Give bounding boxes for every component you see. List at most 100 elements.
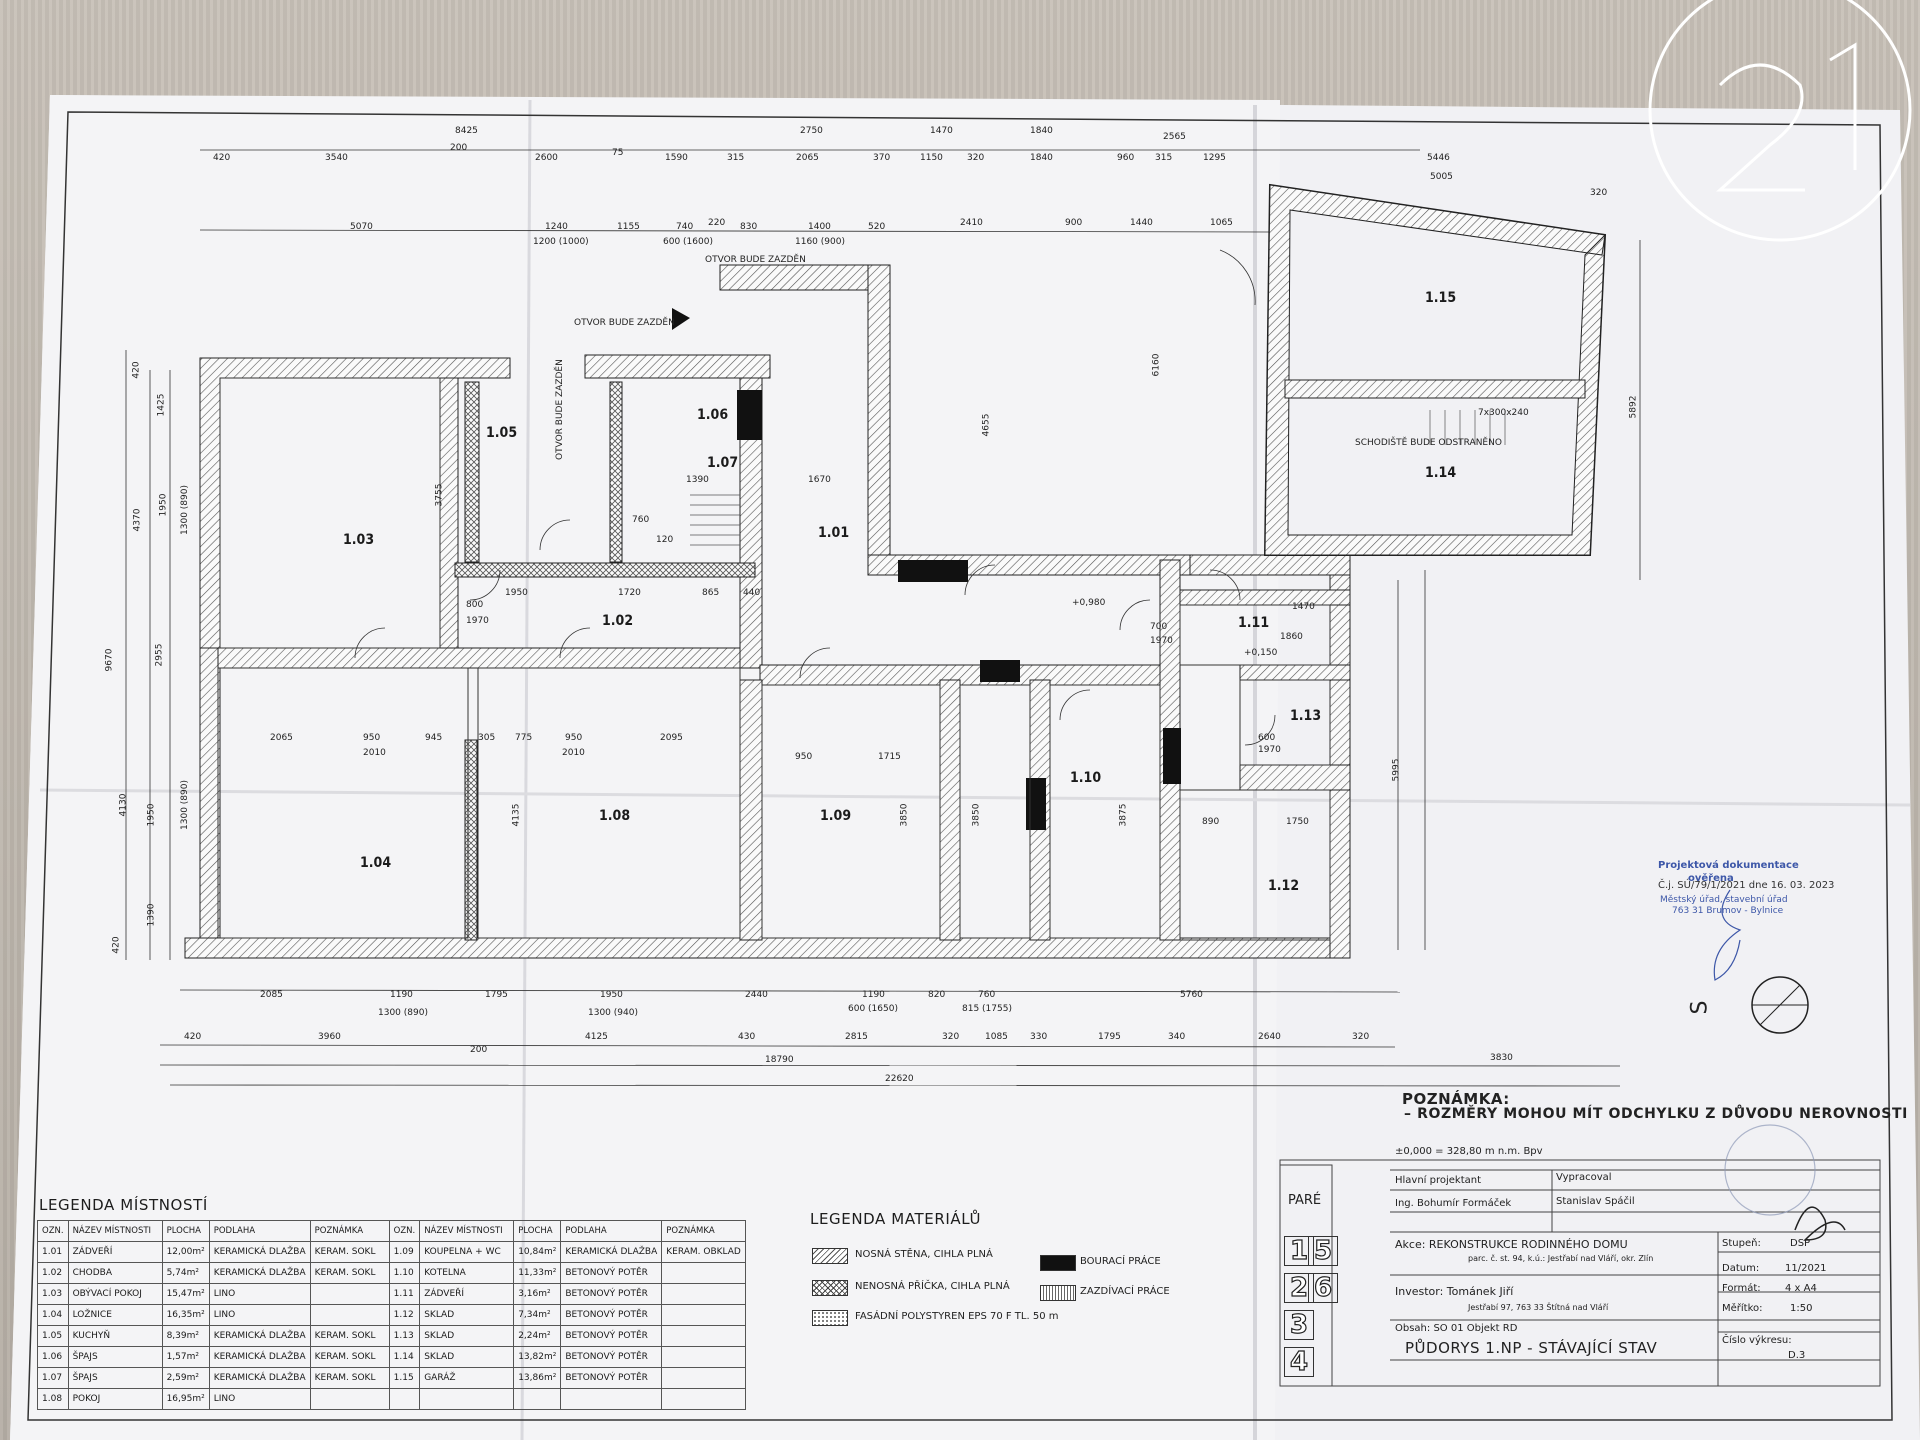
col-header: POZNÁMKA <box>661 1220 746 1242</box>
legend-rooms-table: OZN. NÁZEV MÍSTNOSTI PLOCHA PODLAHA POZN… <box>37 1220 746 1410</box>
dim-label: 1400 <box>808 222 831 232</box>
tb-chief-value: Ing. Bohumír Formáček <box>1395 1198 1512 1209</box>
table-cell: SKLAD <box>419 1304 515 1326</box>
logo-mark <box>1648 0 1912 242</box>
dim-label: 1085 <box>985 1032 1008 1042</box>
dim-label: 775 <box>515 733 533 743</box>
dim-label: 2640 <box>1258 1032 1281 1042</box>
col-header: OZN. <box>388 1220 421 1242</box>
walls <box>184 183 1607 959</box>
dim-label: 830 <box>740 222 758 232</box>
dim-label: 120 <box>656 535 674 545</box>
room-label-1-04: 1.04 <box>360 855 392 871</box>
table-cell: 1.07 <box>37 1367 69 1389</box>
tb-date-value: 11/2021 <box>1785 1263 1827 1274</box>
table-cell: KERAM. OBKLAD <box>661 1241 746 1263</box>
room-label-1-10: 1.10 <box>1070 770 1102 786</box>
dim-label: 950 <box>795 752 813 762</box>
dim-label: 945 <box>425 733 443 743</box>
note-title: POZNÁMKA: <box>1402 1090 1510 1108</box>
table-cell: KERAM. SOKL <box>309 1346 390 1368</box>
level-mark: +0,980 <box>1072 598 1106 608</box>
table-cell: KUCHYŇ <box>67 1325 163 1347</box>
legend-rooms-title: LEGENDA MÍSTNOSTÍ <box>39 1196 208 1214</box>
table-cell: 1.11 <box>388 1283 421 1305</box>
table-cell: 5,74m² <box>161 1262 210 1284</box>
dimension-lines <box>125 149 1641 1087</box>
level-reference: ±0,000 = 328,80 m n.m. Bpv <box>1395 1146 1543 1157</box>
room-label-1-03: 1.03 <box>343 532 375 548</box>
dim-label: 4125 <box>585 1032 608 1042</box>
dim-label: 2955 <box>154 643 165 667</box>
dim-label: 1300 (890) <box>179 485 190 535</box>
dim-label: 6160 <box>1151 353 1162 377</box>
dim-label: 1160 (900) <box>795 237 845 247</box>
table-cell <box>419 1388 515 1410</box>
swatch-demolition <box>1040 1255 1076 1271</box>
dim-label: 340 <box>1168 1032 1186 1042</box>
table-cell: KERAM. SOKL <box>309 1367 390 1389</box>
dim-label: 420 <box>131 361 142 379</box>
table-cell: KERAMICKÁ DLAŽBA <box>208 1325 311 1347</box>
dim-label: 9670 <box>104 648 115 672</box>
table-cell: POKOJ <box>67 1388 163 1410</box>
dim-label: 1970 <box>1150 636 1173 646</box>
dim-label: 760 <box>632 515 650 525</box>
pare-number: 5 <box>1308 1236 1338 1266</box>
table-cell: 1.09 <box>388 1241 421 1263</box>
dim-label: 900 <box>1065 218 1083 228</box>
dim-label: 2010 <box>562 748 585 758</box>
dim-label: 3960 <box>318 1032 341 1042</box>
material-label: NOSNÁ STĚNA, CIHLA PLNÁ <box>855 1249 993 1260</box>
tb-drawing-title: PŮDORYS 1.NP - STÁVAJÍCÍ STAV <box>1405 1339 1658 1357</box>
dim-label: 420 <box>213 153 231 163</box>
dim-label: 420 <box>184 1032 202 1042</box>
dim-label: 430 <box>738 1032 756 1042</box>
note-text: – ROZMĚRY MOHOU MÍT ODCHYLKU Z DŮVODU NE… <box>1404 1106 1908 1122</box>
table-cell: GARÁŽ <box>419 1367 515 1389</box>
dim-label: 3540 <box>325 153 348 163</box>
room-label-1-05: 1.05 <box>486 425 518 441</box>
pare-number: 1 <box>1284 1236 1314 1266</box>
table-cell <box>309 1304 390 1326</box>
stamp-line: 763 31 Brumov - Bylnice <box>1672 906 1784 916</box>
dim-label: 1240 <box>545 222 568 232</box>
table-cell: KERAMICKÁ DLAŽBA <box>208 1346 311 1368</box>
room-label-1-11: 1.11 <box>1238 615 1270 631</box>
table-cell <box>661 1262 746 1284</box>
table-cell: 1.14 <box>388 1346 421 1368</box>
note-schodiste: SCHODIŠTĚ BUDE ODSTRANĚNO <box>1355 438 1502 448</box>
col-header: OZN. <box>37 1220 69 1242</box>
dim-label: 950 <box>565 733 583 743</box>
table-cell <box>309 1388 390 1410</box>
dim-label: 1860 <box>1280 632 1303 642</box>
stamp-line: Č.j. SÚ/79/1/2021 dne 16. 03. 2023 <box>1658 880 1835 891</box>
table-cell: 1.10 <box>388 1262 421 1284</box>
dim-label: 5446 <box>1427 153 1450 163</box>
table-cell: BETONOVÝ POTĚR <box>560 1283 663 1305</box>
dim-label: 2440 <box>745 990 768 1000</box>
table-cell: 10,84m² <box>513 1241 562 1263</box>
dim-label: 1715 <box>878 752 901 762</box>
dim-label: 18790 <box>765 1055 794 1065</box>
stamp-line: Projektová dokumentace <box>1658 860 1799 871</box>
col-header: NÁZEV MÍSTNOSTI <box>67 1220 163 1242</box>
room-label-1-12: 1.12 <box>1268 878 1300 894</box>
table-cell: 16,35m² <box>161 1304 210 1326</box>
level-mark: +0,150 <box>1244 648 1278 658</box>
tb-chief-label: Hlavní projektant <box>1395 1175 1482 1186</box>
tb-stage-value: DSP <box>1790 1238 1811 1249</box>
dim-label: 440 <box>743 588 761 598</box>
table-cell: 11,33m² <box>513 1262 562 1284</box>
dim-label: 2010 <box>363 748 386 758</box>
table-cell: SKLAD <box>419 1346 515 1368</box>
pare-label: PARÉ <box>1288 1193 1322 1208</box>
dim-label: 320 <box>967 153 985 163</box>
dim-label: 600 (1650) <box>848 1004 898 1014</box>
pare-number: 2 <box>1284 1273 1314 1303</box>
room-label-1-15: 1.15 <box>1425 290 1457 306</box>
stamp-line: ověřena <box>1688 873 1734 884</box>
pare-number: 6 <box>1308 1273 1338 1303</box>
